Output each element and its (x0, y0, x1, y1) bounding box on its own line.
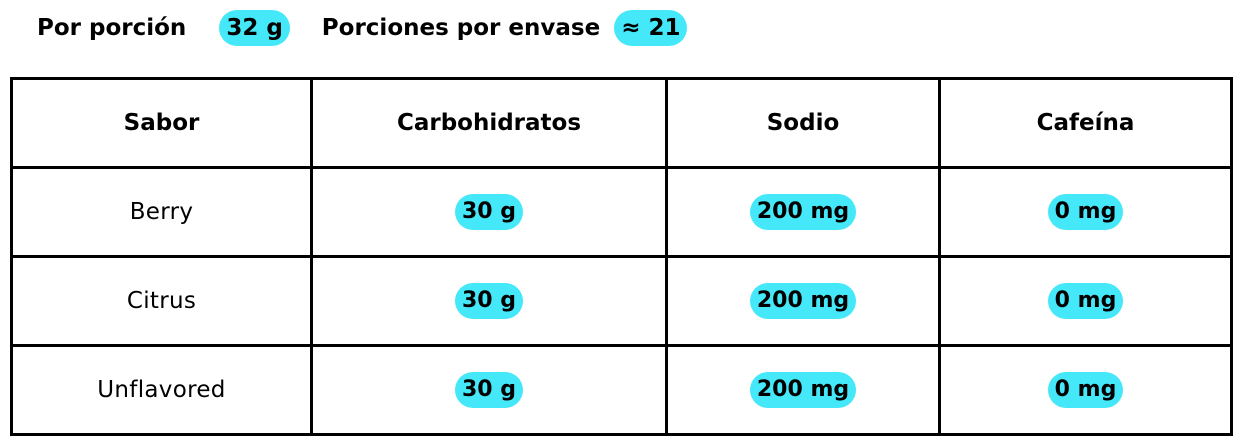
caffeine-cell: 0 mg (938, 255, 1233, 347)
caffeine-cell: 0 mg (938, 166, 1233, 258)
nutrition-table-container: Sabor Carbohidratos Sodio Cafeína Berry … (10, 77, 1233, 436)
carbs-badge: 30 g (454, 372, 524, 408)
servings-per-container-label: Porciones por envase (321, 15, 601, 41)
caffeine-badge: 0 mg (1047, 194, 1124, 230)
caffeine-badge: 0 mg (1047, 283, 1124, 319)
sodium-cell: 200 mg (665, 166, 941, 258)
caffeine-badge: 0 mg (1047, 372, 1124, 408)
sodium-cell: 200 mg (665, 344, 941, 436)
carbs-badge: 30 g (454, 194, 524, 230)
carbs-cell: 30 g (310, 344, 668, 436)
flavor-cell: Citrus (10, 255, 313, 347)
caffeine-cell: 0 mg (938, 344, 1233, 436)
carbs-cell: 30 g (310, 166, 668, 258)
table-row: Citrus 30 g 200 mg 0 mg (10, 255, 1233, 347)
header-caffeine: Cafeína (938, 77, 1233, 169)
serving-size-badge: 32 g (219, 10, 290, 46)
sodium-badge: 200 mg (749, 283, 857, 319)
serving-summary: Por porción 32 g Porciones por envase ≈ … (37, 8, 719, 48)
sodium-cell: 200 mg (665, 255, 941, 347)
table-row: Berry 30 g 200 mg 0 mg (10, 166, 1233, 258)
table-header-row: Sabor Carbohidratos Sodio Cafeína (10, 77, 1233, 169)
carbs-cell: 30 g (310, 255, 668, 347)
table-row: Unflavored 30 g 200 mg 0 mg (10, 344, 1233, 436)
serving-size-label: Por porción (37, 15, 187, 41)
servings-per-container-badge: ≈ 21 (614, 10, 688, 46)
nutrition-table: Sabor Carbohidratos Sodio Cafeína Berry … (10, 77, 1233, 436)
sodium-badge: 200 mg (749, 372, 857, 408)
sodium-badge: 200 mg (749, 194, 857, 230)
header-sodium: Sodio (665, 77, 941, 169)
flavor-cell: Unflavored (10, 344, 313, 436)
header-carbohydrates: Carbohidratos (310, 77, 668, 169)
carbs-badge: 30 g (454, 283, 524, 319)
flavor-cell: Berry (10, 166, 313, 258)
header-flavor: Sabor (10, 77, 313, 169)
